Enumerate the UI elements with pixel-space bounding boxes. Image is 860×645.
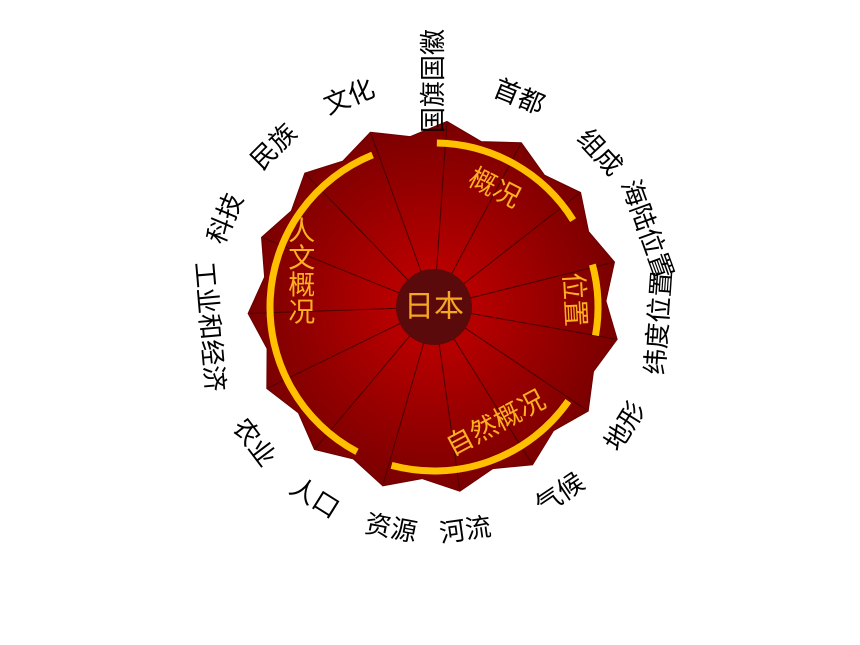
outer-label: 资源 bbox=[362, 509, 419, 548]
outer-label: 民族 bbox=[245, 118, 303, 176]
outer-label: 纬度位置 bbox=[641, 270, 678, 376]
group-arc bbox=[390, 399, 572, 475]
group-label: 人文概况 bbox=[283, 217, 315, 325]
outer-label: 组成 bbox=[571, 124, 628, 183]
outer-label: 人口 bbox=[284, 472, 344, 525]
outer-label: 文化 bbox=[320, 74, 379, 121]
outer-label: 首都 bbox=[489, 74, 548, 121]
group-arc bbox=[266, 151, 374, 455]
outer-label: 农业 bbox=[226, 413, 281, 473]
group-arc bbox=[589, 263, 602, 337]
outer-label: 工业和经济 bbox=[188, 261, 229, 393]
group-label: 位置 bbox=[557, 272, 591, 328]
outer-label: 气候 bbox=[530, 467, 590, 521]
center-hub bbox=[396, 269, 472, 345]
outer-label: 海陆位置 bbox=[614, 176, 678, 284]
outer-label: 地形 bbox=[599, 397, 652, 457]
group-arc bbox=[436, 139, 577, 222]
outer-label: 科技 bbox=[202, 189, 250, 249]
outer-label: 国旗国徽 bbox=[419, 29, 449, 133]
center-label: 日本 bbox=[404, 290, 464, 325]
outer-label: 河流 bbox=[438, 512, 494, 549]
group-arcs bbox=[266, 139, 602, 475]
